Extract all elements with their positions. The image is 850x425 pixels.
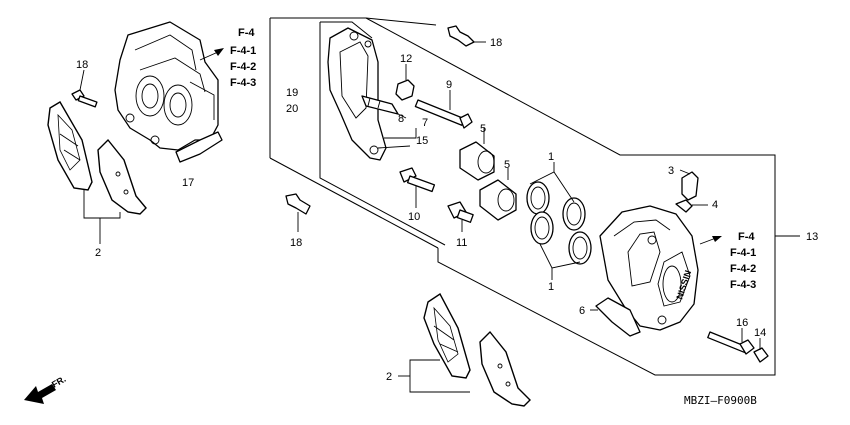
- callout-13: 13: [806, 231, 818, 243]
- left-brake-pads-drawing: [47, 101, 147, 244]
- bolt-18-top-drawing: [447, 25, 486, 47]
- pistons-drawing: [459, 128, 517, 221]
- callout-1-lower: 1: [548, 281, 554, 293]
- callout-10: 10: [408, 211, 420, 223]
- section-refs-left: F-4 F-4-1 F-4-2 F-4-3: [230, 27, 256, 89]
- section-ref-left-3: F-4-2: [230, 61, 256, 73]
- callout-7: 7: [422, 117, 428, 129]
- section-ref-left-2: F-4-1: [230, 45, 256, 57]
- callout-18-bottom: 18: [290, 237, 302, 249]
- callout-5-upper: 5: [480, 123, 486, 135]
- pin-9-drawing: [414, 90, 473, 129]
- callout-2-left: 2: [95, 247, 101, 259]
- callout-18-left: 18: [76, 59, 88, 71]
- pad-spring-6-drawing: [590, 297, 641, 337]
- pin-16-drawing: [707, 328, 769, 363]
- callout-6: 6: [579, 305, 585, 317]
- callout-8: 8: [398, 113, 404, 125]
- callout-2-bottom: 2: [386, 371, 392, 383]
- callout-4: 4: [712, 199, 718, 211]
- pin-10-drawing: [399, 167, 436, 208]
- callout-20: 20: [286, 103, 298, 115]
- left-caliper-assembly-drawing: [114, 21, 224, 163]
- callout-16: 16: [736, 317, 748, 329]
- front-label: FR.: [50, 374, 68, 390]
- section-ref-right-1: F-4: [738, 231, 755, 243]
- caliper-body-drawing: NISSIN: [599, 205, 722, 331]
- callout-15: 15: [416, 135, 428, 147]
- callout-12: 12: [400, 53, 412, 65]
- callout-3: 3: [668, 165, 674, 177]
- bleeder-valve-drawing: [675, 169, 708, 213]
- bolt-18-bottom-drawing: [285, 193, 311, 232]
- callout-11: 11: [456, 237, 467, 249]
- callout-19: 19: [286, 87, 298, 99]
- callout-18-top: 18: [490, 37, 502, 49]
- bottom-brake-pads-drawing: [398, 292, 531, 407]
- part-callouts: 1 1 2 2 3 4 5 5 6 7 8 9 10 11 12 13 14 1…: [76, 37, 818, 383]
- callout-9: 9: [446, 79, 452, 91]
- callout-14: 14: [754, 327, 766, 339]
- drawing-code: MBZI—F0900B: [684, 394, 757, 407]
- section-ref-left-1: F-4: [238, 27, 255, 39]
- section-refs-right: F-4 F-4-1 F-4-2 F-4-3: [730, 231, 756, 291]
- callout-1-upper: 1: [548, 151, 554, 163]
- section-ref-right-2: F-4-1: [730, 247, 756, 259]
- section-ref-left-4: F-4-3: [230, 77, 256, 89]
- bolt-18-left-drawing: [71, 69, 98, 108]
- caliper-bracket-drawing: [327, 27, 417, 161]
- section-ref-right-3: F-4-2: [730, 263, 756, 275]
- front-direction-arrow: [24, 384, 56, 404]
- callout-17: 17: [182, 177, 194, 189]
- assembly-frame: [269, 17, 800, 376]
- callout-5-lower: 5: [504, 159, 510, 171]
- seals-drawing: [526, 162, 592, 280]
- bolt-11-drawing: [447, 201, 474, 232]
- bolt-12-drawing: [395, 64, 415, 101]
- section-ref-right-4: F-4-3: [730, 279, 756, 291]
